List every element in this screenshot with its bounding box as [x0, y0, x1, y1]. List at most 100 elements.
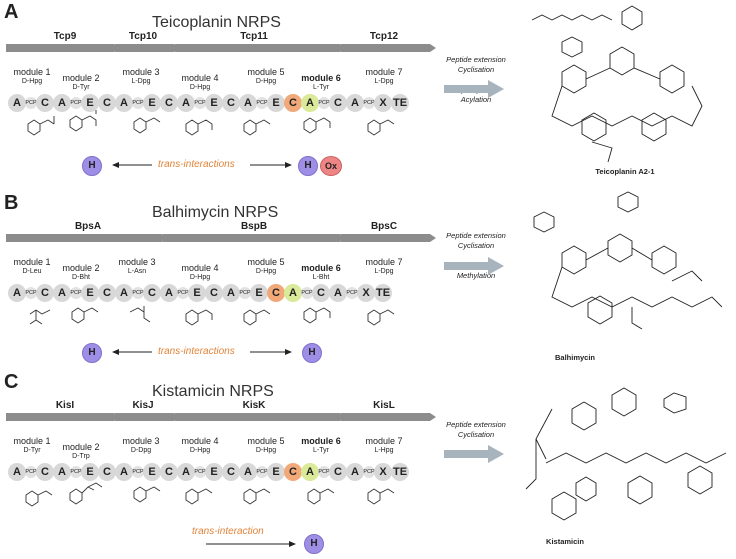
domain-c: C: [284, 463, 302, 481]
domain-pcp: PCP: [70, 466, 82, 478]
domain-e: E: [205, 463, 223, 481]
domain-x: X: [357, 284, 375, 302]
domain-x: X: [374, 94, 392, 112]
pathway-arrow: [444, 445, 504, 463]
trans-arrow: [112, 349, 292, 355]
protein-label: BspB: [240, 221, 268, 232]
domain-a: A: [8, 463, 26, 481]
domain-pcp: PCP: [346, 287, 358, 299]
domain-c: C: [36, 463, 54, 481]
domain-pcp: PCP: [363, 97, 375, 109]
domain-pcp: PCP: [239, 287, 251, 299]
domain-a: A: [239, 94, 257, 112]
domain-c: C: [312, 284, 330, 302]
panel-letter: A: [4, 1, 19, 23]
domain-c: C: [36, 94, 54, 112]
domain-c: C: [160, 463, 178, 481]
helper-h-circle: H: [302, 343, 322, 363]
pathway-arrow: [444, 80, 504, 98]
panel-title: Balhimycin NRPS: [152, 204, 279, 221]
domain-c: C: [160, 94, 178, 112]
domain-e: E: [143, 463, 161, 481]
pathway-arrow: [444, 257, 504, 275]
protein-label: KisL: [373, 400, 395, 411]
domain-e: E: [81, 94, 99, 112]
domain-c: C: [284, 94, 302, 112]
domain-c: C: [222, 94, 240, 112]
teicoplanin-structure: [531, 5, 703, 163]
domain-pcp: PCP: [132, 97, 144, 109]
panel-balhimycin: B Balhimycin NRPS BpsA BspB BpsC module …: [0, 187, 736, 367]
protein-label: Tcp9: [53, 31, 77, 42]
domain-a: A: [115, 463, 133, 481]
domain-pcp: PCP: [25, 97, 37, 109]
protein-label: Tcp10: [128, 31, 158, 42]
side-chain-structures: [27, 110, 395, 136]
domain-a: A: [8, 94, 26, 112]
domain-e: E: [188, 284, 206, 302]
domain-a: A: [222, 284, 240, 302]
domain-pcp: PCP: [301, 287, 313, 299]
domain-e: E: [81, 284, 99, 302]
panel-title: Kistamicin NRPS: [152, 383, 274, 400]
protein-arrow: [6, 412, 436, 422]
domain-pcp: PCP: [194, 466, 206, 478]
domain-pcp: PCP: [256, 97, 268, 109]
side-chain-structures: [25, 482, 395, 507]
kistamicin-structure: [525, 387, 727, 521]
protein-label: KisI: [55, 400, 75, 411]
domain-e: E: [250, 284, 268, 302]
domain-a: A: [301, 463, 319, 481]
domain-e: E: [267, 463, 285, 481]
protein-label: BpsC: [370, 221, 398, 232]
processing-steps: Peptide extension Cyclisation: [446, 420, 506, 439]
domain-a: A: [284, 284, 302, 302]
domain-pcp: PCP: [363, 466, 375, 478]
domain-pcp: PCP: [318, 97, 330, 109]
domain-e: E: [267, 94, 285, 112]
trans-arrow: [206, 541, 296, 547]
domain-a: A: [160, 284, 178, 302]
trans-interactions-label: trans-interactions: [158, 346, 235, 357]
protein-label: BpsA: [74, 221, 102, 232]
domain-a: A: [239, 463, 257, 481]
product-name: Teicoplanin A2-1: [595, 167, 655, 176]
domain-pcp: PCP: [256, 466, 268, 478]
panel-teicoplanin: A Teicoplanin NRPS Tcp9 Tcp10 Tcp11 Tcp1…: [0, 0, 736, 186]
panel-letter: C: [4, 371, 19, 393]
helper-h-circle: H: [82, 343, 102, 363]
domain-a: A: [177, 94, 195, 112]
domain-c: C: [36, 284, 54, 302]
domain-a: A: [301, 94, 319, 112]
domain-c: C: [98, 463, 116, 481]
protein-label: Tcp11: [240, 31, 268, 42]
domain-x: X: [374, 463, 392, 481]
balhimycin-structure: [533, 191, 722, 330]
domain-a: A: [346, 94, 364, 112]
panel-title: Teicoplanin NRPS: [152, 14, 281, 31]
protein-label: KisJ: [132, 400, 154, 411]
protein-arrow: [6, 43, 436, 53]
domain-c: C: [98, 284, 116, 302]
domain-c: C: [205, 284, 223, 302]
domain-a: A: [53, 284, 71, 302]
domain-pcp: PCP: [318, 466, 330, 478]
product-name: Kistamicin: [546, 537, 584, 546]
domain-a: A: [115, 94, 133, 112]
domain-e: E: [143, 94, 161, 112]
domain-pcp: PCP: [25, 466, 37, 478]
